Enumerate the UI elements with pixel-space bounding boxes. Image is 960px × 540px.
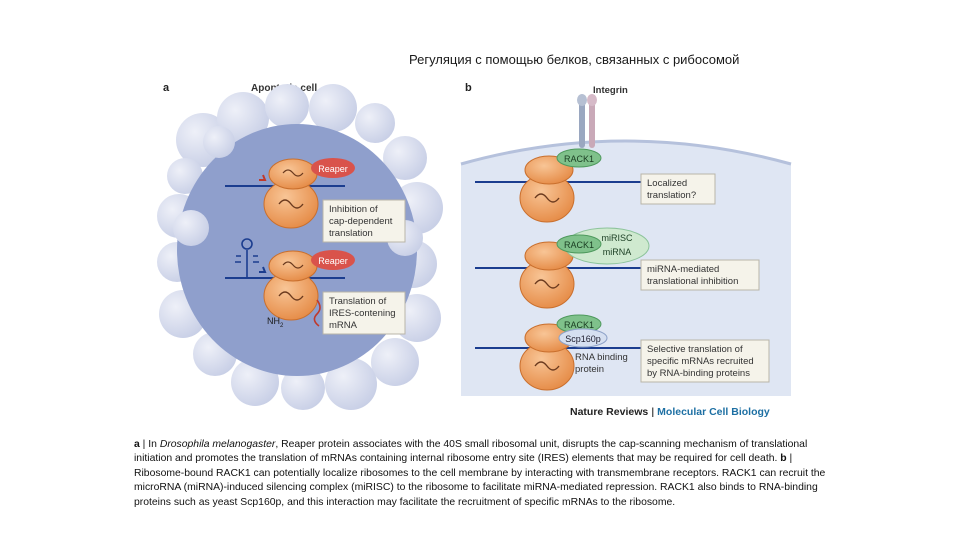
caption-b-text: | Ribosome-bound RACK1 can potentially l… <box>134 453 826 508</box>
label-box-mirna-inhibition: miRNA-mediated translational inhibition <box>640 259 760 291</box>
panel-b-letter: b <box>465 82 472 94</box>
mirisc-label: miRISC <box>602 233 633 243</box>
nascent-peptide <box>313 299 321 327</box>
integrin-receptor <box>577 94 597 148</box>
svg-text:translation?: translation? <box>647 190 696 201</box>
svg-text:translational inhibition: translational inhibition <box>647 276 738 287</box>
svg-text:cap-dependent: cap-dependent <box>329 216 393 227</box>
ribosome <box>519 155 575 223</box>
rack1-protein: RACK1 <box>556 148 602 168</box>
svg-text:translation: translation <box>329 228 373 239</box>
credit-separator: | <box>651 406 655 418</box>
svg-text:by RNA-binding proteins: by RNA-binding proteins <box>647 368 750 379</box>
figure-illustration: a Apoptotic cell Reaper <box>157 82 792 410</box>
ribosome <box>263 250 319 321</box>
rbp-label-line2: protein <box>575 364 604 375</box>
panel-a-letter: a <box>163 82 170 94</box>
journal-name: Molecular Cell Biology <box>657 406 770 418</box>
svg-text:mRNA: mRNA <box>329 320 358 331</box>
mirna-label: miRNA <box>603 247 632 257</box>
svg-text:Scp160p: Scp160p <box>565 334 601 344</box>
caption-b-label: b <box>780 453 787 465</box>
scp160p-protein: Scp160p <box>558 328 608 348</box>
figure: a Apoptotic cell Reaper <box>155 78 795 428</box>
caption-a-sep: | In <box>139 439 160 450</box>
rbp-label-line1: RNA binding <box>575 352 628 363</box>
ribosome <box>263 158 319 229</box>
ribosome <box>519 323 575 391</box>
svg-text:IRES-contening: IRES-contening <box>329 308 396 319</box>
publisher-name: Nature Reviews <box>570 406 649 418</box>
ribosome <box>519 241 575 309</box>
label-box-ires: Translation of IRES-contening mRNA <box>322 291 406 335</box>
cap-icon <box>259 266 267 273</box>
reaper-protein: Reaper <box>311 158 355 178</box>
rack1-protein: RACK1 <box>556 234 602 254</box>
reaper-label: Reaper <box>318 164 348 174</box>
svg-text:Selective translation of: Selective translation of <box>647 344 743 355</box>
cell-membrane <box>460 139 792 166</box>
svg-text:miRNA-mediated: miRNA-mediated <box>647 264 719 275</box>
svg-text:Inhibition of: Inhibition of <box>329 204 378 215</box>
label-box-selective-translation: Selective translation of specific mRNAs … <box>640 339 770 383</box>
nh2-label: NH2 <box>267 316 284 329</box>
svg-text:specific mRNAs recruited: specific mRNAs recruited <box>647 356 754 367</box>
label-box-inhibition: Inhibition of cap-dependent translation <box>322 199 406 243</box>
label-box-localized: Localized translation? <box>640 173 716 205</box>
caption-a-text: , Reaper protein associates with the 40S… <box>134 439 808 465</box>
slide-title: Регуляция с помощью белков, связанных с … <box>409 52 740 67</box>
caption-species: Drosophila melanogaster <box>159 439 276 450</box>
caption-a-label: a <box>134 439 140 450</box>
svg-text:RACK1: RACK1 <box>564 240 594 250</box>
svg-text:RACK1: RACK1 <box>564 154 594 164</box>
apoptotic-cell <box>157 84 443 410</box>
svg-text:Localized: Localized <box>647 178 687 189</box>
ires-stemloop-icon <box>235 238 259 278</box>
svg-text:RACK1: RACK1 <box>564 320 594 330</box>
cap-icon <box>259 174 267 181</box>
svg-text:Translation of: Translation of <box>329 296 387 307</box>
reaper-label: Reaper <box>318 256 348 266</box>
figure-credit: Nature Reviews|Molecular Cell Biology <box>570 406 770 418</box>
figure-caption: a | In Drosophila melanogaster, Reaper p… <box>134 438 834 510</box>
integrin-label: Integrin <box>593 85 628 96</box>
reaper-protein: Reaper <box>311 250 355 270</box>
